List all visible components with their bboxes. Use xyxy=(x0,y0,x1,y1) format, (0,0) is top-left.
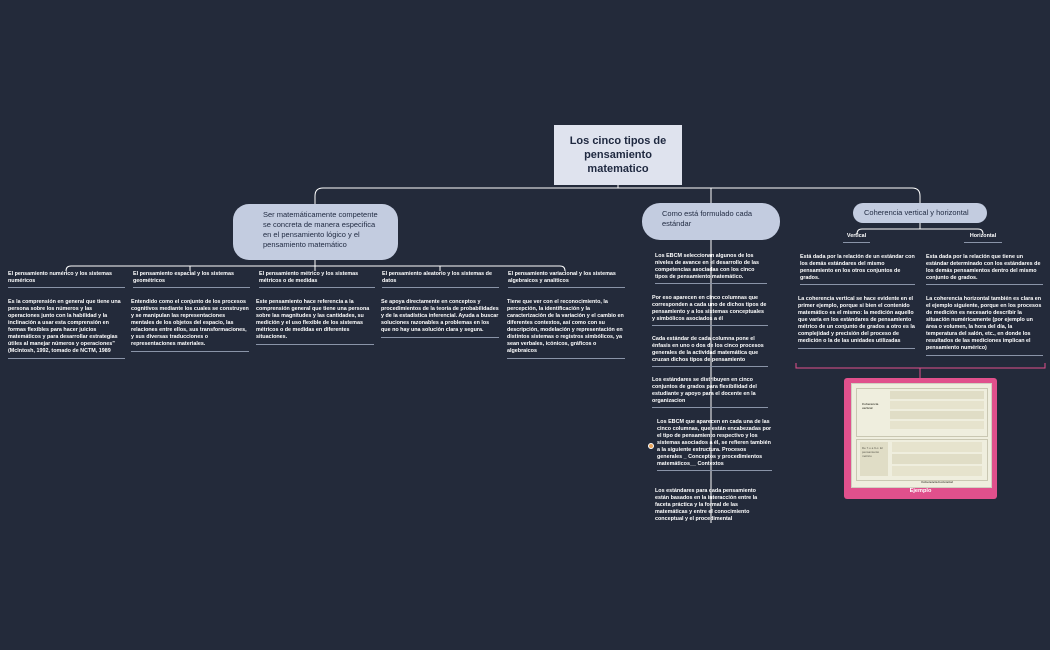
estandar-item-2[interactable]: Por eso aparecen en cinco columnas que c… xyxy=(652,295,768,326)
category-title-variacional[interactable]: El pensamiento variacional y los sistema… xyxy=(508,271,625,288)
bullet-icon xyxy=(648,443,654,449)
example-image-horizontal: Coherencia horizontal xyxy=(921,480,953,484)
estandar-item-6[interactable]: Los estándares para cada pensamiento est… xyxy=(655,488,758,522)
category-title-espacial[interactable]: El pensamiento espacial y los sistemas g… xyxy=(133,271,250,288)
category-text-metrico[interactable]: Este pensamiento hace referencia a la co… xyxy=(256,299,374,345)
example-image: Coherencia vertical De 7.o a 9.o: El pen… xyxy=(851,383,992,488)
example-card[interactable]: Coherencia vertical De 7.o a 9.o: El pen… xyxy=(844,378,997,499)
category-title-metrico[interactable]: El pensamiento métrico y los sistemas mé… xyxy=(259,271,375,288)
example-image-vertical: Coherencia vertical xyxy=(862,402,879,410)
horizontal-desc[interactable]: Esta dada por la relación que tiene un e… xyxy=(926,254,1043,285)
horizontal-title[interactable]: Horizontal xyxy=(964,233,1002,243)
vertical-desc[interactable]: Está dada por la relación de un estándar… xyxy=(800,254,915,285)
branch-coherencia[interactable]: Coherencia vertical y horizontal xyxy=(853,203,987,223)
category-text-numerico[interactable]: Es la comprensión en general que tiene u… xyxy=(8,299,125,359)
branch-competencia[interactable]: Ser matemáticamente competente se concre… xyxy=(233,204,398,260)
branch-competencia-label: Ser matemáticamente competente se concre… xyxy=(263,210,378,249)
root-node[interactable]: Los cinco tipos de pensamiento matematic… xyxy=(554,125,682,185)
estandar-item-4[interactable]: Los estándares se distribuyen en cinco c… xyxy=(652,377,768,408)
vertical-title[interactable]: Vertical xyxy=(843,233,870,243)
branch-estandar-label: Como está formulado cada estándar xyxy=(662,209,753,228)
example-label: Ejemplo xyxy=(909,488,932,494)
category-text-espacial[interactable]: Entendido como el conjunto de los proces… xyxy=(131,299,249,352)
category-title-numerico[interactable]: El pensamiento numérico y los sistemas n… xyxy=(8,271,125,288)
branch-estandar[interactable]: Como está formulado cada estándar xyxy=(642,203,780,240)
estandar-item-5[interactable]: Los EBCM que aparecen en cada una de las… xyxy=(657,419,772,471)
category-text-aleatorio[interactable]: Se apoya directamente en conceptos y pro… xyxy=(381,299,499,338)
estandar-item-3[interactable]: Cada estándar de cada columna pone el én… xyxy=(652,336,768,367)
category-title-aleatorio[interactable]: El pensamiento aleatorio y los sistemas … xyxy=(382,271,499,288)
vertical-text[interactable]: La coherencia vertical se hace evidente … xyxy=(798,296,915,349)
horizontal-text[interactable]: La coherencia horizontal también es clar… xyxy=(926,296,1043,356)
root-title: Los cinco tipos de pensamiento matematic… xyxy=(569,135,667,175)
estandar-item-1[interactable]: Los EBCM seleccionan algunos de los nive… xyxy=(655,253,767,284)
example-image-left-label: De 7.o a 9.o: El pensamiento métrico xyxy=(862,446,883,458)
category-text-variacional[interactable]: Tiene que ver con el reconocimiento, la … xyxy=(507,299,625,359)
branch-coherencia-label: Coherencia vertical y horizontal xyxy=(864,208,969,217)
